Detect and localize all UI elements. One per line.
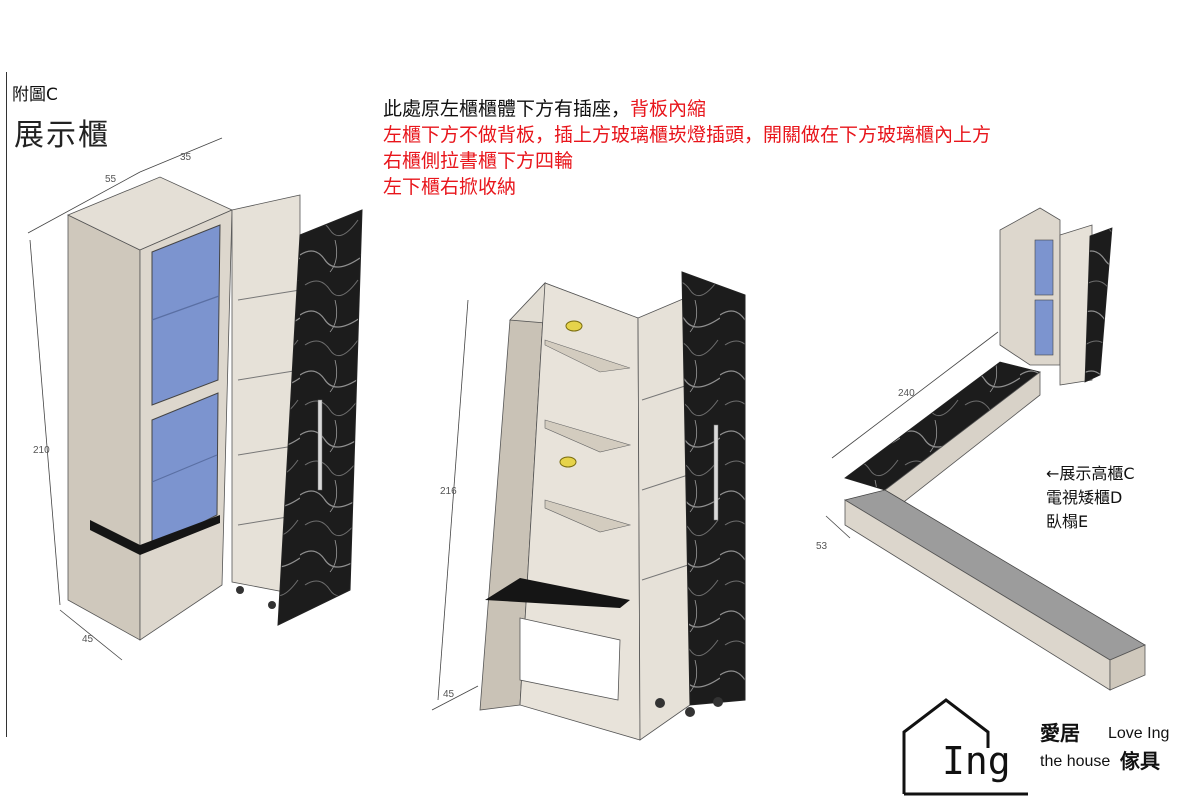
dim-left-width-a: 55: [105, 174, 117, 185]
note-line-1-red: 背板內縮: [630, 98, 707, 120]
door-handle-left: [317, 399, 323, 491]
logo-ing-text: Ing: [942, 739, 1011, 783]
daybed-e-end: [1109, 644, 1146, 691]
cabinet-c-pullout: [1059, 224, 1093, 386]
figure-title: 展示櫃: [14, 118, 110, 153]
furniture-layout-drawing: 240 53: [816, 207, 1146, 691]
mid-open-bay: [519, 617, 621, 701]
dim-line-mid-height: [437, 299, 469, 701]
glass-door-upper: [151, 224, 221, 406]
dim-mid-height: 216: [440, 486, 457, 497]
glass-shelf-1: [151, 295, 220, 321]
caster-wheel-3: [655, 698, 665, 708]
dim-left-width-b: 35: [180, 152, 192, 163]
logo-house-text: the house: [1040, 753, 1110, 770]
dim-line-top-b: [139, 137, 223, 173]
note-line-1-text: 此處原左櫃櫃體下方有插座，: [383, 98, 631, 120]
dim-line-top-a: [27, 171, 141, 234]
brand-logo: Ing 愛居 Love Ing the house 傢具: [898, 696, 1198, 798]
mid-pullout-frame: [637, 295, 691, 741]
note-line-1: 此處原左櫃櫃體下方有插座，背板內縮: [383, 96, 991, 122]
caster-wheel-5: [713, 697, 723, 707]
dim-plan-length: 240: [898, 388, 915, 399]
legend-item-d: 電視矮櫃D: [1046, 488, 1123, 507]
black-band-side: [90, 520, 140, 555]
glass-shelf-2: [151, 454, 218, 483]
logo-love-text: Love Ing: [1108, 725, 1169, 742]
dim-plan-depth: 53: [816, 541, 828, 552]
dim-line-mid-depth: [431, 685, 479, 711]
mid-shelf-3: [544, 499, 632, 533]
cabinet-c-glass-upper: [1034, 239, 1054, 296]
caster-wheel-1: [236, 586, 244, 594]
logo-house-icon: Ing 愛居 Love Ing the house 傢具: [902, 698, 1169, 796]
note-line-2: 左櫃下方不做背板，插上方玻璃櫃崁燈插頭，開關做在下方玻璃櫃內上方: [383, 124, 992, 146]
dim-line-plan-length: [831, 331, 999, 459]
pullout-shelf-1: [237, 289, 301, 301]
left-border-line: [6, 72, 7, 737]
cabinet-side-panel: [67, 214, 141, 641]
display-cabinet-drawing: 55 35 210 45: [27, 137, 363, 661]
layout-legend: ←展示高櫃C 電視矮櫃D 臥榻E: [1046, 462, 1135, 534]
design-notes: 此處原左櫃櫃體下方有插座，背板內縮 左櫃下方不做背板，插上方玻璃櫃崁燈插頭，開關…: [383, 96, 991, 200]
dim-line-depth: [59, 609, 123, 661]
mid-black-band: [485, 578, 630, 608]
logo-zh-bottom: 傢具: [1120, 749, 1160, 773]
marble-door-mid: [681, 271, 746, 706]
legend-item-c: ←展示高櫃C: [1046, 464, 1135, 483]
dim-line-plan-depth: [825, 515, 851, 539]
mid-shelf-1: [544, 339, 631, 373]
downlight-lower: [559, 456, 577, 468]
mid-pullout-shelf-2: [641, 474, 689, 491]
mid-pullout-shelf-3: [641, 564, 689, 581]
downlight-upper: [565, 320, 583, 332]
caster-wheel-2: [268, 601, 276, 609]
note-line-3: 右櫃側拉書櫃下方四輪: [383, 150, 574, 172]
dim-left-depth: 45: [82, 634, 94, 645]
mid-pullout-shelf-1: [641, 384, 689, 401]
caster-wheel-4: [685, 707, 695, 717]
figure-label: 附圖C: [12, 85, 58, 105]
door-handle-mid: [713, 424, 719, 521]
dim-mid-depth: 45: [443, 689, 455, 700]
cabinet-c-door: [1084, 227, 1113, 383]
glass-door-lower: [151, 392, 219, 549]
black-band-front: [140, 515, 220, 555]
logo-zh-top: 愛居: [1040, 721, 1080, 745]
mid-shelf-2: [544, 419, 632, 453]
legend-item-e: 臥榻E: [1046, 512, 1089, 531]
dim-left-height: 210: [33, 445, 50, 456]
pullout-shelf-2: [237, 369, 301, 381]
dim-line-height: [29, 239, 61, 606]
cabinet-c-glass-lower: [1034, 299, 1054, 356]
note-line-4: 左下櫃右掀收納: [383, 176, 517, 198]
open-cabinet-drawing: 216 45: [431, 271, 746, 741]
